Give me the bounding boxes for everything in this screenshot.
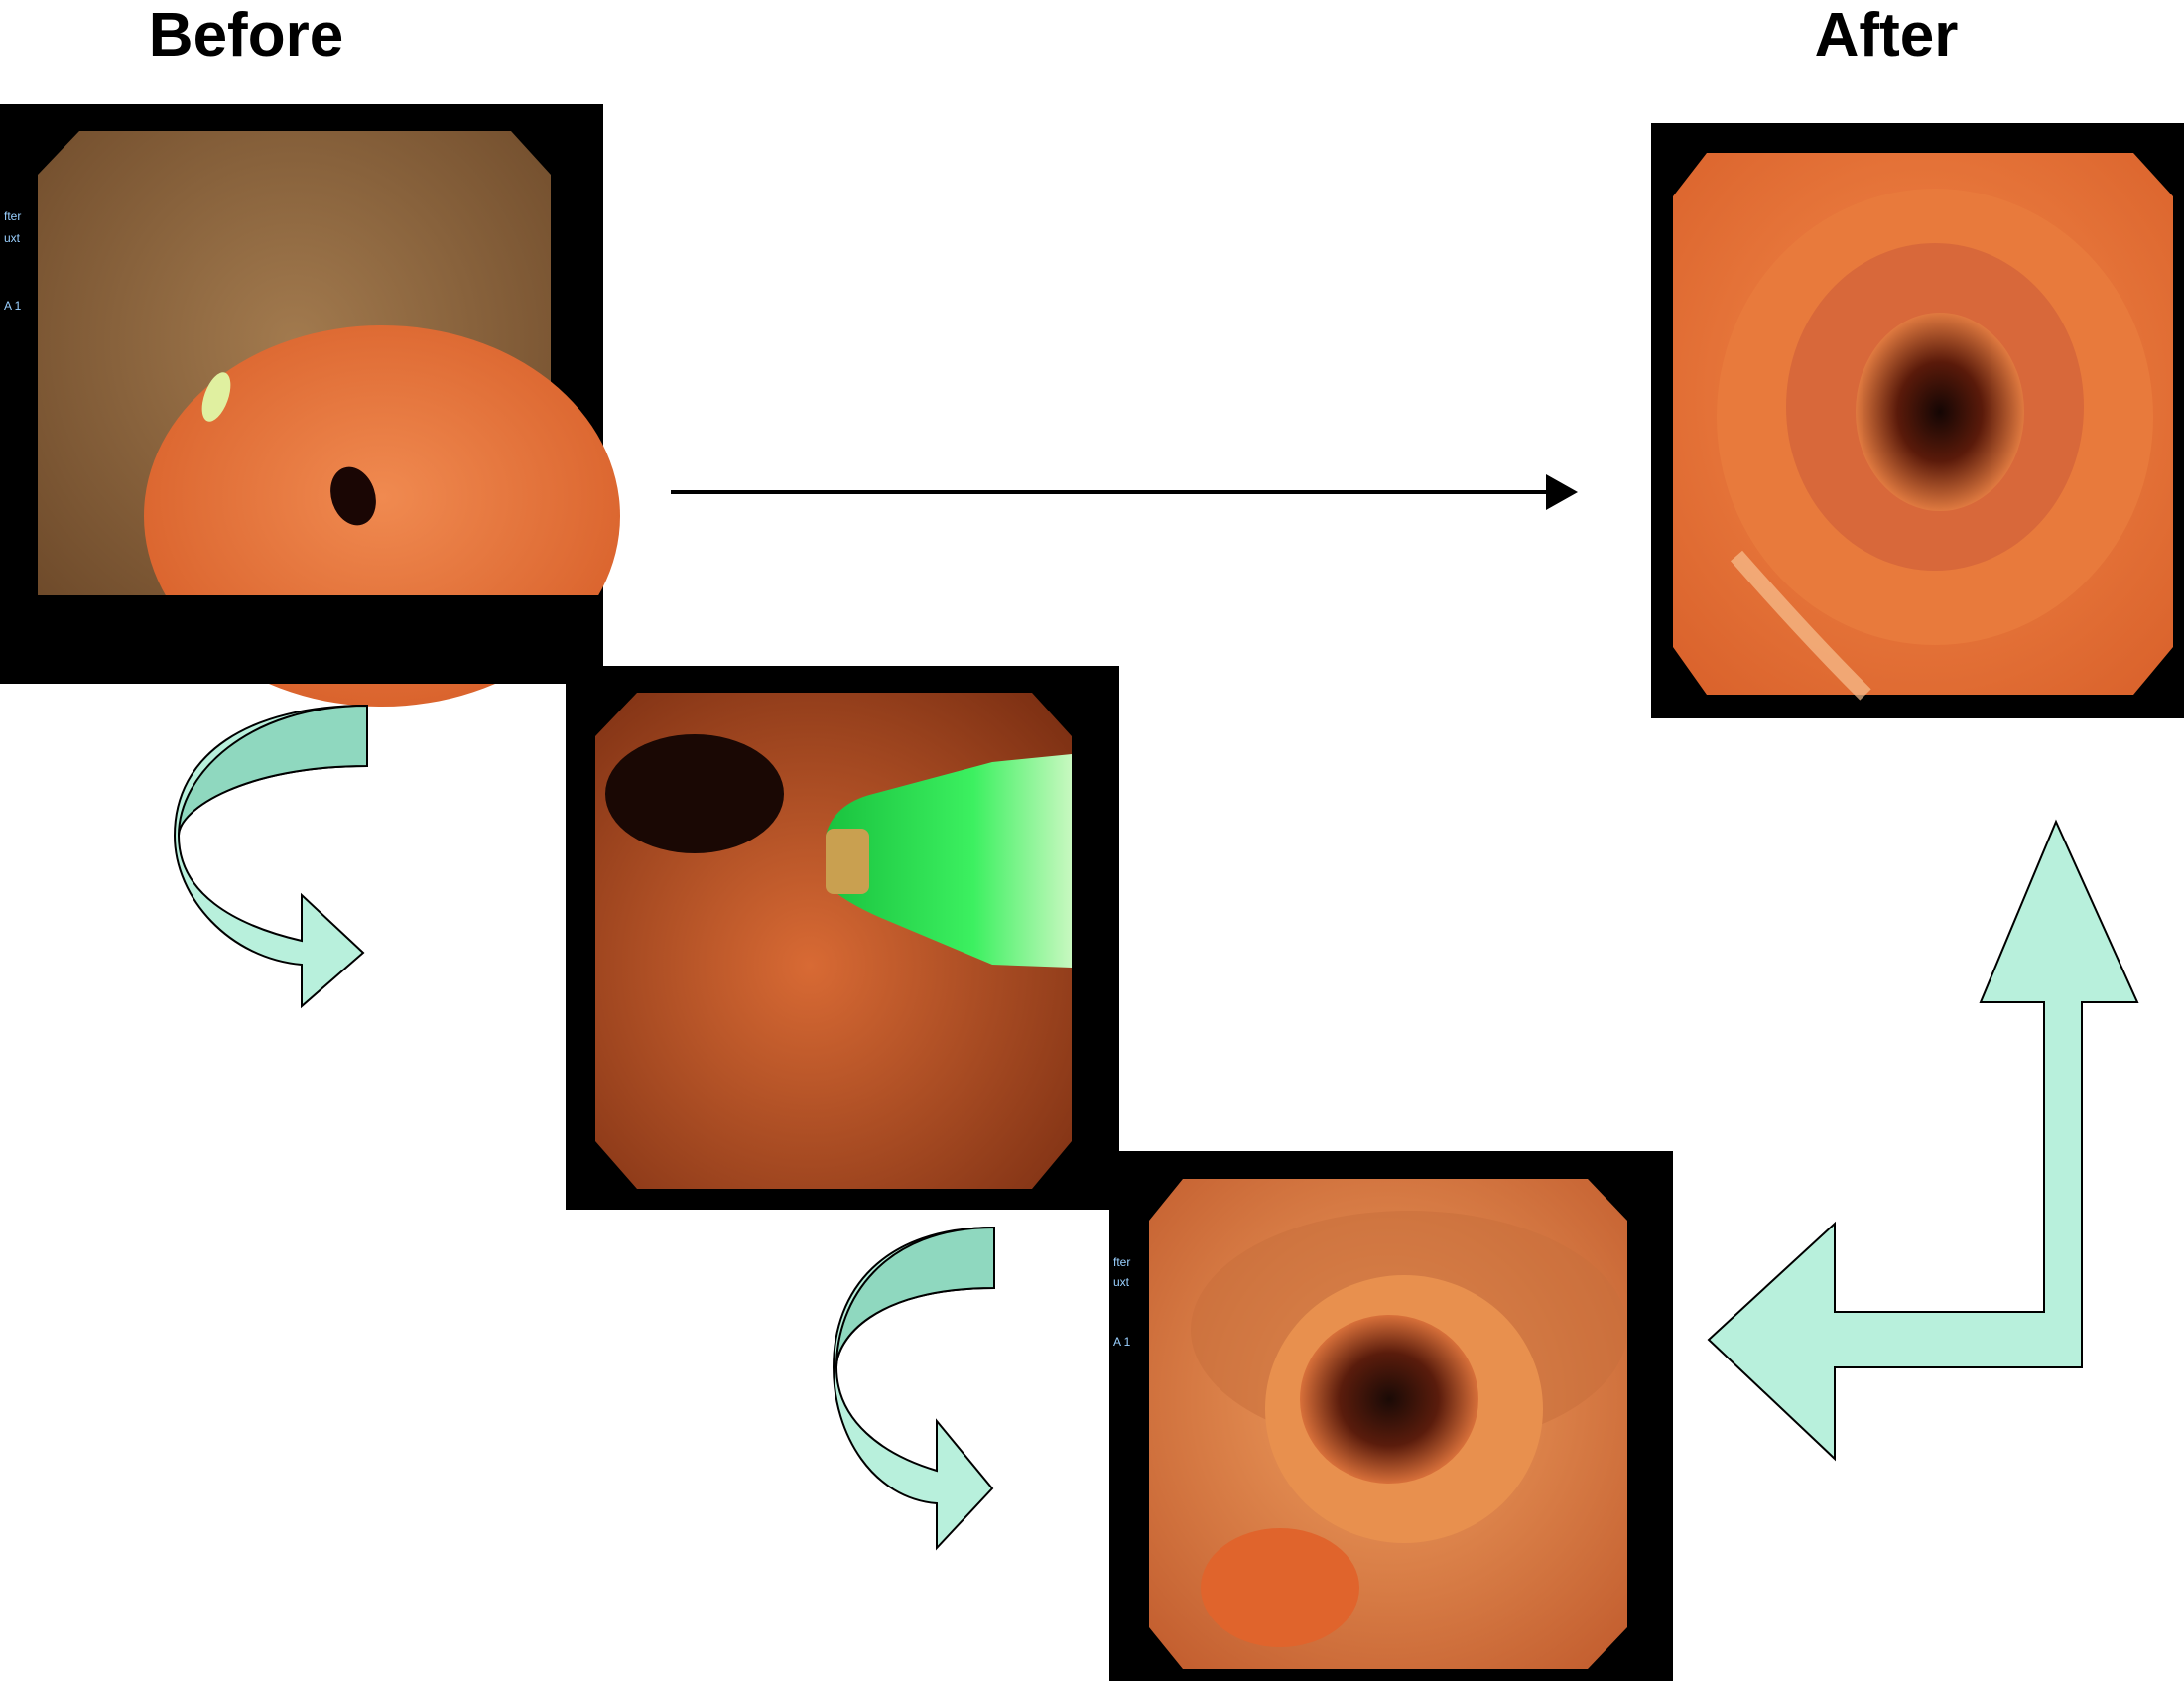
endoscopy-image-after <box>1651 123 2184 718</box>
overlay-text-line1: fter <box>1113 1255 1130 1269</box>
overlay-text-line2: uxt <box>1113 1275 1130 1289</box>
overlay-text-line2: uxt <box>4 231 21 245</box>
right-arrow-icon <box>671 474 1578 510</box>
endoscopy-image-post-dilation: fter uxt A 1 <box>1109 1151 1673 1681</box>
before-heading: Before <box>149 1 343 69</box>
overlay-text-line3: A 1 <box>1113 1335 1131 1349</box>
curved-arrow-icon <box>173 704 368 1009</box>
overlay-text-line3: A 1 <box>4 299 22 313</box>
curved-arrow-icon <box>832 1226 995 1551</box>
endoscopy-image-before: fter uxt A 1 <box>0 104 620 707</box>
overlay-text-line1: fter <box>4 209 21 223</box>
endoscopy-image-treatment <box>566 666 1119 1210</box>
after-heading: After <box>1815 1 1959 69</box>
bent-double-arrow-icon <box>1707 819 2139 1462</box>
